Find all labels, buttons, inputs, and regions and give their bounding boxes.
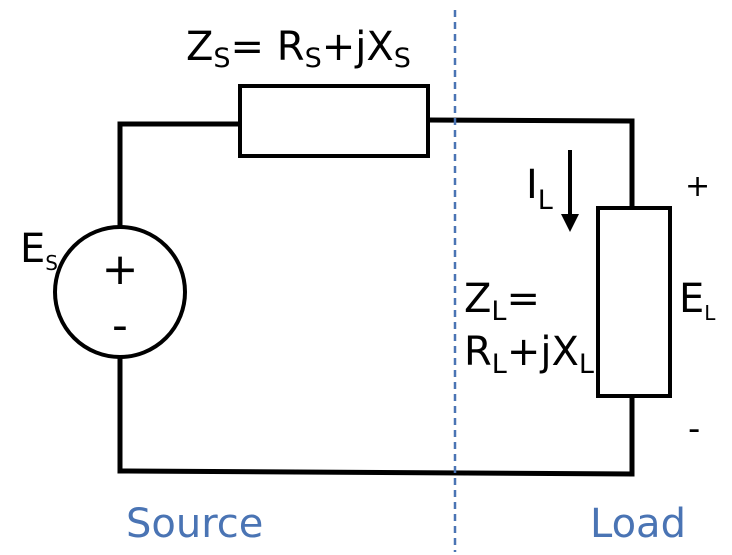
top-right-wire (425, 117, 635, 211)
ac-voltage-source-icon: + - (53, 225, 187, 359)
source-impedance-resistor (238, 84, 430, 158)
load-impedance-resistor (596, 206, 672, 398)
load-voltage-label: EL (679, 276, 716, 325)
source-emf-label: ES (20, 226, 58, 275)
top-left-wire (117, 121, 243, 230)
load-minus-sign: - (688, 409, 700, 449)
source-plus-sign: + (102, 244, 139, 295)
circuit-wires (117, 117, 635, 477)
source-minus-sign: - (112, 300, 128, 351)
load-section-label: Load (590, 501, 686, 547)
load-impedance-label-line1: ZL= (464, 276, 540, 327)
down-arrow-icon (561, 150, 579, 232)
source-section-label: Source (126, 501, 263, 547)
load-current-label: IL (526, 162, 553, 216)
source-impedance-label: ZS= RS+jXS (186, 24, 411, 74)
load-impedance-label-line2: RL+jXL (464, 329, 594, 380)
bottom-wire (117, 468, 635, 477)
load-plus-sign: + (685, 169, 710, 204)
